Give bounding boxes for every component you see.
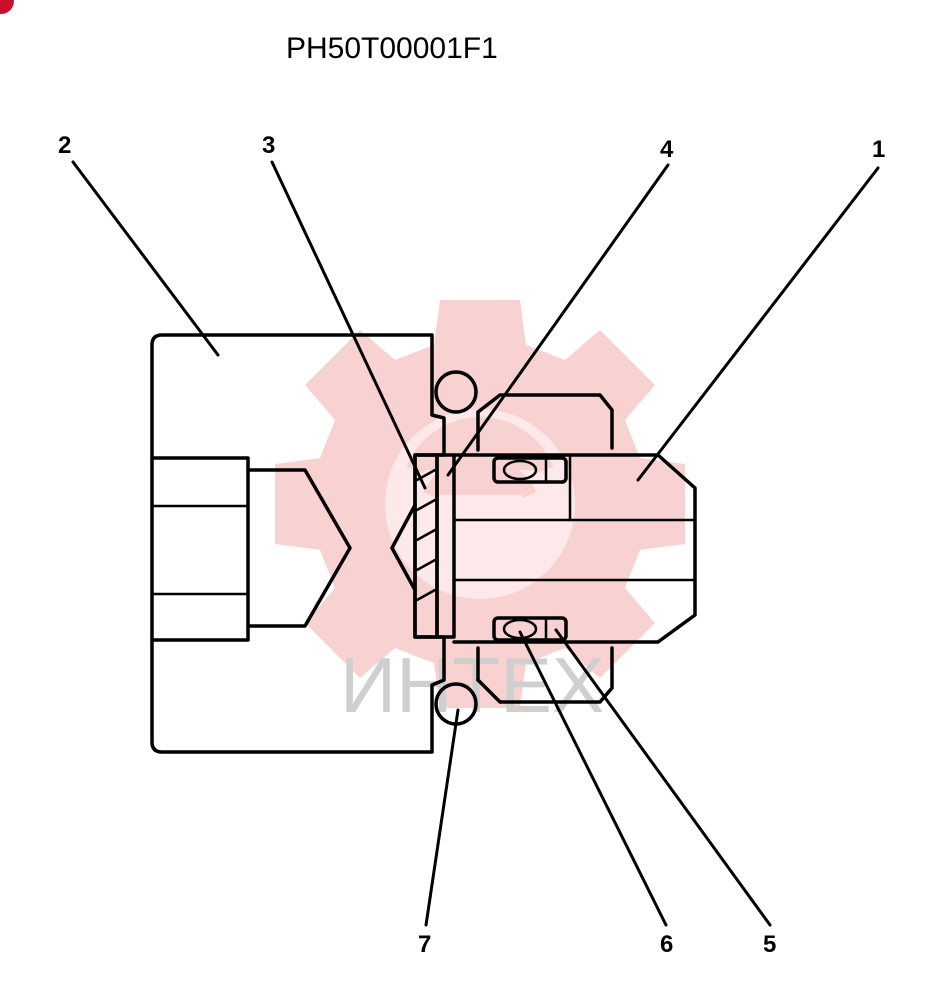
leader-4 xyxy=(446,163,670,477)
callout-6: 6 xyxy=(660,931,673,958)
o-ring-top xyxy=(434,370,478,414)
leader-6 xyxy=(518,630,668,927)
plunger-stem xyxy=(452,453,697,644)
drawing-title: PH50T00001F1 xyxy=(286,32,498,65)
callout-7: 7 xyxy=(418,931,431,958)
callout-1: 1 xyxy=(872,136,885,163)
seal-ring-bottom xyxy=(492,616,568,642)
leader-3 xyxy=(270,160,427,490)
callout-4: 4 xyxy=(660,136,674,163)
seal-ring-top xyxy=(492,456,568,484)
callout-5: 5 xyxy=(763,931,776,958)
leader-2 xyxy=(71,160,220,357)
leader-7 xyxy=(424,708,460,927)
leader-1 xyxy=(636,166,880,482)
leader-lines xyxy=(71,160,880,927)
spacer-plate xyxy=(435,453,456,639)
callout-3: 3 xyxy=(262,132,275,159)
leader-5 xyxy=(554,628,772,927)
callout-2: 2 xyxy=(58,132,71,159)
